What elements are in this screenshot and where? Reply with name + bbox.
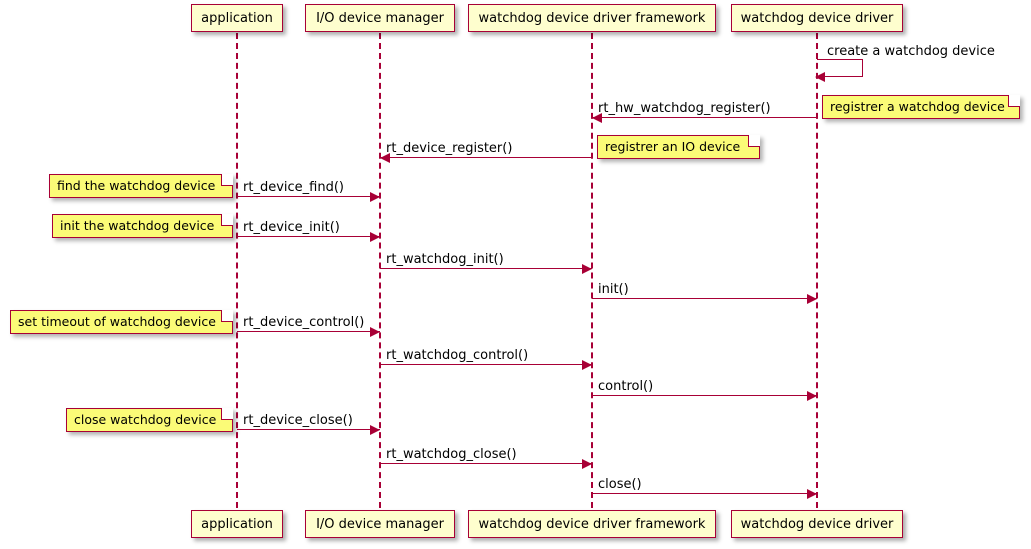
note-text: find the watchdog device <box>57 177 216 193</box>
participant-label: watchdog device driver <box>740 516 894 532</box>
message-label-rt-watchdog-close: rt_watchdog_close() <box>386 447 517 462</box>
participant-label: I/O device manager <box>316 516 444 532</box>
header-participant-io-device-manager[interactable]: I/O device manager <box>305 4 455 32</box>
participant-label: watchdog device driver <box>740 10 894 26</box>
arrow-head-rt-device-close <box>370 425 380 435</box>
message-label-create-watchdog-device: create a watchdog device <box>827 44 995 59</box>
footer-participant-watchdog-driver[interactable]: watchdog device driver <box>731 510 903 538</box>
message-line-close <box>592 493 817 494</box>
message-line-control <box>592 395 817 396</box>
message-label-rt-device-close: rt_device_close() <box>243 413 353 428</box>
arrow-head-close <box>807 489 817 499</box>
message-line-rt-watchdog-init <box>380 268 592 269</box>
arrow-head-rt-device-register <box>380 153 390 163</box>
message-label-rt-device-control: rt_device_control() <box>243 315 365 330</box>
footer-participant-application[interactable]: application <box>191 510 283 538</box>
message-line-rt-watchdog-close <box>380 463 592 464</box>
message-line-rt-device-close <box>237 429 380 430</box>
message-line-rt-hw-watchdog-register <box>592 117 817 118</box>
lifeline-watchdog-driver <box>816 33 818 508</box>
note-text: set timeout of watchdog device <box>18 313 216 329</box>
participant-label: application <box>201 516 273 532</box>
message-line-rt-device-find <box>237 196 380 197</box>
message-line-rt-device-register <box>380 157 592 158</box>
message-label-rt-watchdog-control: rt_watchdog_control() <box>386 348 529 363</box>
note-close-watchdog: close watchdog device <box>66 408 233 432</box>
message-label-rt-device-init: rt_device_init() <box>243 220 340 235</box>
lifeline-io-device-manager <box>379 33 381 508</box>
arrow-head-rt-watchdog-close <box>582 459 592 469</box>
footer-participant-io-device-manager[interactable]: I/O device manager <box>305 510 455 538</box>
header-participant-watchdog-framework[interactable]: watchdog device driver framework <box>468 4 716 32</box>
message-label-init: init() <box>598 282 629 297</box>
message-label-rt-hw-watchdog-register: rt_hw_watchdog_register() <box>598 101 771 116</box>
message-label-rt-device-register: rt_device_register() <box>386 141 513 156</box>
header-participant-application[interactable]: application <box>191 4 283 32</box>
footer-participant-watchdog-framework[interactable]: watchdog device driver framework <box>468 510 716 538</box>
participant-label: watchdog device driver framework <box>478 516 706 532</box>
arrow-head-control <box>807 391 817 401</box>
participant-label: I/O device manager <box>316 10 444 26</box>
arrow-head-create-watchdog-device <box>815 72 825 82</box>
note-fold-corner-icon <box>1008 95 1020 107</box>
message-line-rt-watchdog-control <box>380 364 592 365</box>
lifeline-application <box>236 33 238 508</box>
arrow-head-rt-watchdog-init <box>582 264 592 274</box>
message-line-init <box>592 298 817 299</box>
note-fold-corner-icon <box>221 214 233 226</box>
note-set-timeout: set timeout of watchdog device <box>10 310 233 334</box>
note-registrer-io: registrer an IO device <box>597 135 760 159</box>
arrow-head-rt-device-control <box>370 327 380 337</box>
message-label-rt-device-find: rt_device_find() <box>243 180 344 195</box>
note-text: close watchdog device <box>74 411 217 427</box>
note-fold-corner-icon <box>748 135 760 147</box>
arrow-head-rt-device-init <box>370 232 380 242</box>
message-line-rt-device-control <box>237 331 380 332</box>
note-text: registrer an IO device <box>605 138 741 154</box>
arrow-head-rt-hw-watchdog-register <box>592 113 602 123</box>
note-text: registrer a watchdog device <box>830 98 1005 114</box>
message-label-control: control() <box>598 379 654 394</box>
selfcall-create-watchdog-device <box>817 59 863 77</box>
note-fold-corner-icon <box>221 174 233 186</box>
note-registrer-watchdog: registrer a watchdog device <box>822 95 1020 119</box>
message-line-rt-device-init <box>237 236 380 237</box>
message-label-rt-watchdog-init: rt_watchdog_init() <box>386 252 504 267</box>
participant-label: watchdog device driver framework <box>478 10 706 26</box>
lifeline-watchdog-framework <box>591 33 593 508</box>
arrow-head-rt-watchdog-control <box>582 360 592 370</box>
note-find-watchdog: find the watchdog device <box>49 174 233 198</box>
note-text: init the watchdog device <box>60 217 215 233</box>
arrow-head-init <box>807 294 817 304</box>
message-label-close: close() <box>598 477 642 492</box>
note-fold-corner-icon <box>221 408 233 420</box>
participant-label: application <box>201 10 273 26</box>
note-init-watchdog: init the watchdog device <box>52 214 233 238</box>
header-participant-watchdog-driver[interactable]: watchdog device driver <box>731 4 903 32</box>
arrow-head-rt-device-find <box>370 192 380 202</box>
note-fold-corner-icon <box>221 310 233 322</box>
